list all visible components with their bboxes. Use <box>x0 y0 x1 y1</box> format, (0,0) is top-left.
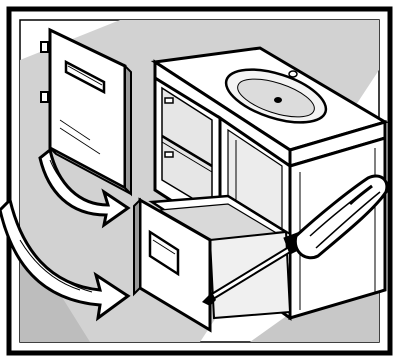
illustration-canvas <box>0 0 399 361</box>
assembly-illustration <box>0 0 399 361</box>
